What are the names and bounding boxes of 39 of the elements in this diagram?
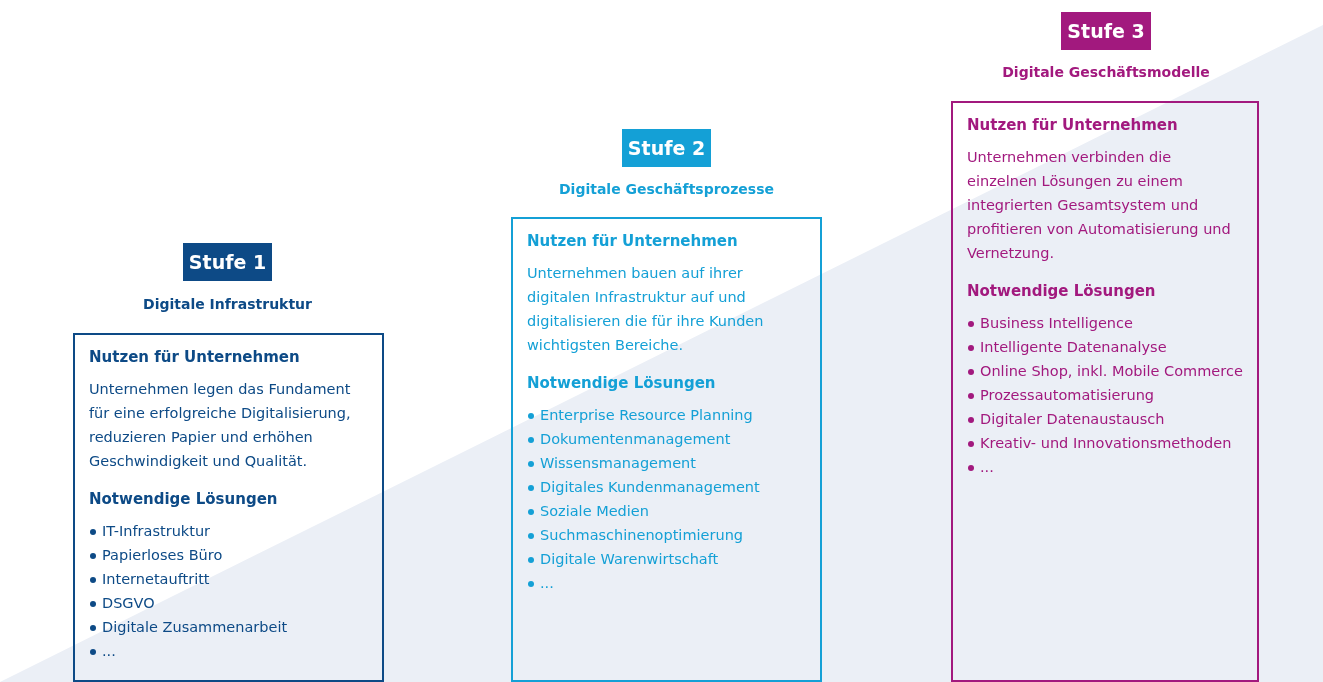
section-heading: Nutzen für Unternehmen [967, 115, 1179, 136]
list-item: Internetauftritt [89, 567, 368, 591]
list-item: Suchmaschinenoptimierung [527, 523, 806, 547]
stage-card [511, 217, 822, 682]
stage-badge: Stufe 2 [622, 129, 711, 167]
description-text: Unternehmen bauen auf ihrer digitalen Infrastruktur auf und digitalisieren die für ihre Kunden wichtigsten Bereiche. [527, 264, 765, 355]
section-heading: Notwendige Lösungen [89, 489, 279, 510]
list-item: Soziale Medien [527, 499, 806, 523]
list-item: Digitaler Datenaustausch [967, 407, 1243, 431]
list-item: Kreativ- und Innovationsmethoden [967, 431, 1243, 455]
list-item: Online Shop, inkl. Mobile Commerce [967, 359, 1243, 383]
list-item: Business Intelligence [967, 311, 1243, 335]
stage-badge: Stufe 3 [1061, 12, 1151, 50]
list-item: Dokumentenmanagement [527, 427, 806, 451]
list-item: Enterprise Resource Planning [527, 403, 806, 427]
stage-subtitle: Digitale Geschäftsmodelle [1001, 64, 1211, 80]
list-item: Digitale Zusammenarbeit [89, 615, 368, 639]
stage-subtitle: Digitale Infrastruktur [142, 296, 313, 312]
list-item: Digitale Warenwirtschaft [527, 547, 806, 571]
list-item: Prozessautomatisierung [967, 383, 1243, 407]
section-heading: Notwendige Lösungen [967, 281, 1157, 302]
description-text: Unternehmen legen das Fundament für eine erfolgreiche Digitalisierung, reduzieren Papier und erhöhen Geschwindigkeit und Qualität. [89, 380, 352, 471]
list-item: DSGVO [89, 591, 368, 615]
list-item: Wissensmanagement [527, 451, 806, 475]
section-heading: Nutzen für Unternehmen [89, 347, 301, 368]
stage-subtitle: Digitale Geschäftsprozesse [557, 181, 775, 197]
stage-card [951, 101, 1259, 682]
list-item: Intelligente Datenanalyse [967, 335, 1243, 359]
list-item: IT-Infrastruktur [89, 519, 368, 543]
stage-card [73, 333, 384, 682]
section-heading: Nutzen für Unternehmen [527, 231, 739, 252]
stage-badge: Stufe 1 [183, 243, 272, 281]
section-heading: Notwendige Lösungen [527, 373, 717, 394]
description-text: Unternehmen verbinden die einzelnen Lösungen zu einem integrierten Gesamtsystem und profitieren von Automatisierung und Vernetzung. [967, 148, 1232, 263]
list-item: ... [967, 455, 1243, 479]
list-item: ... [89, 639, 368, 663]
list-item: Papierloses Büro [89, 543, 368, 567]
list-item: ... [527, 571, 806, 595]
list-item: Digitales Kundenmanagement [527, 475, 806, 499]
